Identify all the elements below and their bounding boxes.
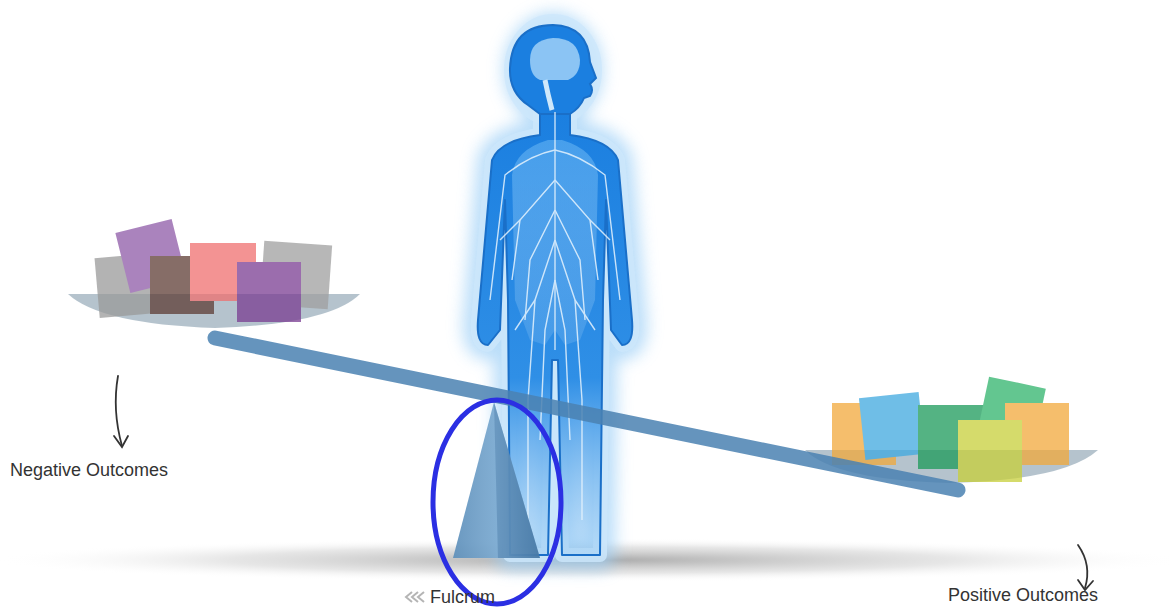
- pointer-arrow: [114, 376, 1093, 590]
- fulcrum-label: Fulcrum: [430, 587, 495, 607]
- outcome-label: Positive Outcomes: [948, 585, 1098, 605]
- negative-plate: [68, 219, 360, 328]
- highlight-ellipse: [433, 400, 561, 604]
- fulcrum-cone: [453, 402, 540, 558]
- seesaw-beam: [215, 338, 958, 490]
- chevron-symbol: [406, 592, 424, 602]
- outcome-label: Negative Outcomes: [10, 460, 168, 480]
